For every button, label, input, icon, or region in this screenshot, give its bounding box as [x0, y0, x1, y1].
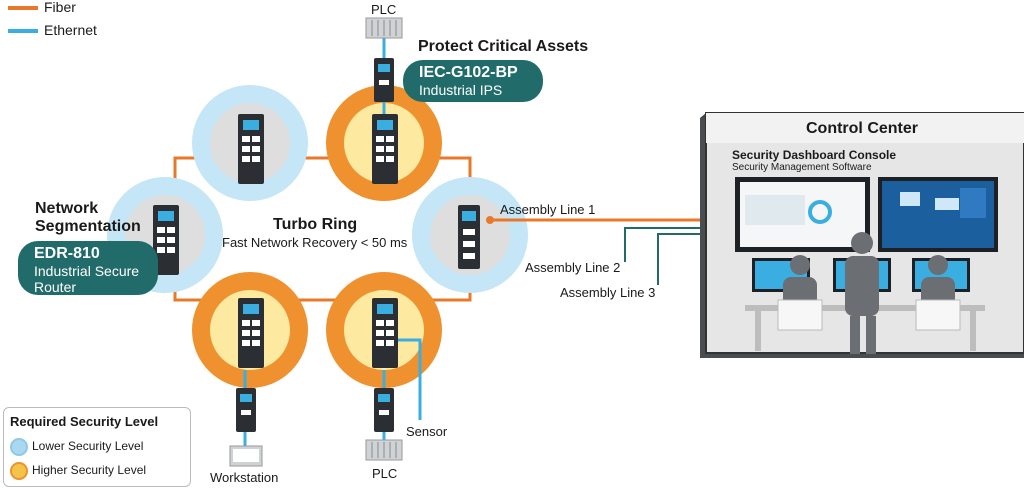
console-title: Security Dashboard Console [732, 148, 897, 162]
ethernet-swatch [8, 29, 38, 33]
plc-bottom-icon [365, 439, 403, 461]
sensor-label: Sensor [406, 424, 448, 439]
turbo-ring-title: Turbo Ring [273, 216, 358, 233]
fiber-swatch [8, 6, 38, 10]
higher-level-dot [10, 462, 28, 480]
turbo-ring-subtitle: Fast Network Recovery < 50 ms [222, 235, 408, 250]
ips-desc: Industrial IPS [419, 82, 503, 98]
legend-fiber-label: Fiber [44, 0, 76, 15]
security-legend-higher: Higher Security Level [10, 462, 146, 480]
assembly-line-1-label: Assembly Line 1 [500, 202, 596, 217]
workstation-label: Workstation [210, 470, 279, 485]
lower-level-dot [10, 438, 28, 456]
plc-bottom-label: PLC [372, 466, 398, 481]
protect-title: Protect Critical Assets [418, 38, 589, 55]
security-legend-lower: Lower Security Level [10, 438, 143, 456]
router-name: EDR-810 [34, 245, 100, 262]
assembly-line-2-label: Assembly Line 2 [525, 260, 621, 275]
router-desc-line1: Industrial Secure [34, 263, 140, 279]
control-center-room [700, 112, 1024, 358]
security-legend: Required Security Level Lower Security L… [3, 407, 191, 487]
higher-level-label: Higher Security Level [32, 463, 147, 478]
assembly-links [486, 216, 700, 285]
segmentation-title-line2: Segmentation [35, 218, 141, 235]
plc-top-icon [365, 17, 403, 39]
switch-devices [153, 58, 480, 432]
security-legend-title: Required Security Level [10, 414, 159, 429]
console-subtitle: Security Management Software [732, 162, 872, 173]
segmentation-title-line1: Network [35, 200, 99, 217]
router-callout: EDR-810 Industrial Secure Router [18, 241, 158, 295]
ips-name: IEC-G102-BP [419, 64, 518, 81]
ips-callout: IEC-G102-BP Industrial IPS [403, 60, 543, 102]
workstation-icon [229, 445, 263, 467]
legend-ethernet-label: Ethernet [44, 22, 97, 38]
assembly-line-3-label: Assembly Line 3 [560, 285, 656, 300]
router-desc-line2: Router [34, 279, 77, 295]
control-center-title: Control Center [806, 120, 918, 137]
lower-level-label: Lower Security Level [32, 439, 144, 454]
plc-top-label: PLC [371, 2, 397, 17]
